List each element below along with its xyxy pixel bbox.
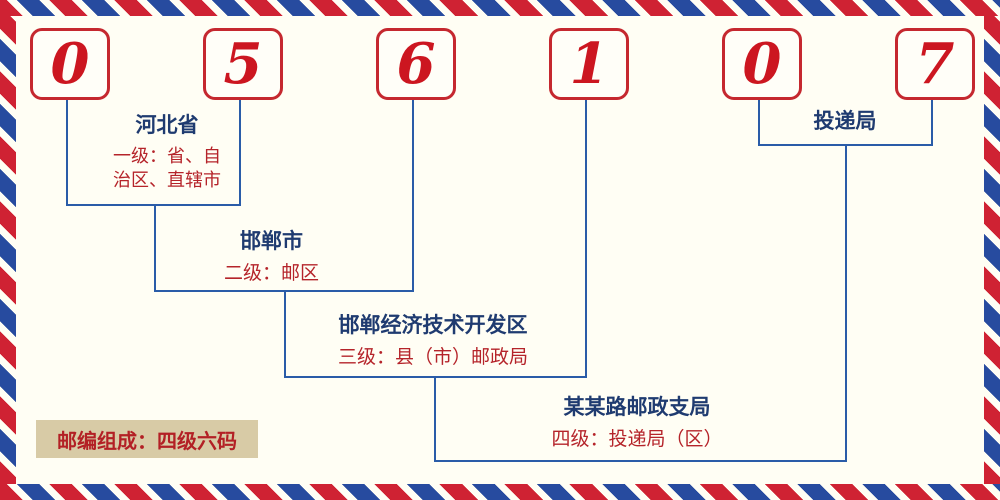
- digit-box-1: 0: [30, 28, 110, 100]
- connector-line: [154, 206, 156, 290]
- level-4-desc: 四级：投递局（区）: [551, 428, 723, 451]
- connector-line: [284, 376, 587, 378]
- level-5-label: 投递局: [765, 108, 925, 134]
- connector-line: [931, 100, 933, 146]
- connector-line: [412, 100, 414, 290]
- connector-line: [758, 100, 760, 146]
- level-2-label: 邯郸市 二级：邮区: [184, 228, 359, 286]
- connector-line: [239, 100, 241, 206]
- digit-box-5: 0: [722, 28, 802, 100]
- digit-box-6: 7: [895, 28, 975, 100]
- connector-line: [154, 290, 414, 292]
- digit-box-4: 1: [549, 28, 629, 100]
- level-2-desc: 二级：邮区: [223, 262, 319, 285]
- postal-code-composition-note: 邮编组成：四级六码: [36, 420, 258, 458]
- connector-line: [845, 146, 847, 460]
- connector-line: [66, 100, 68, 206]
- connector-line: [284, 292, 286, 376]
- airmail-border-bottom: [0, 484, 1000, 500]
- airmail-border-right: [984, 16, 1000, 484]
- level-2-name: 邯郸市: [240, 229, 303, 253]
- level-5-name: 投递局: [813, 109, 877, 133]
- level-1-name: 河北省: [135, 113, 199, 137]
- level-1-label: 河北省 一级：省、自治区、直辖市: [92, 112, 242, 192]
- digit-box-3: 6: [376, 28, 456, 100]
- level-1-desc: 一级：省、自治区、直辖市: [113, 146, 221, 191]
- connector-line: [585, 100, 587, 376]
- connector-line: [66, 204, 241, 206]
- digit-box-2: 5: [203, 28, 283, 100]
- level-4-name: 某某路邮政支局: [563, 395, 711, 419]
- level-4-label: 某某路邮政支局 四级：投递局（区）: [487, 394, 787, 452]
- connector-line: [758, 144, 933, 146]
- level-3-label: 邯郸经济技术开发区 三级：县（市）邮政局: [283, 312, 583, 370]
- airmail-border-top: [0, 0, 1000, 16]
- airmail-border-left: [0, 16, 16, 484]
- connector-line: [434, 378, 436, 460]
- connector-line: [434, 460, 847, 462]
- level-3-desc: 三级：县（市）邮政局: [337, 346, 528, 369]
- level-3-name: 邯郸经济技术开发区: [338, 313, 528, 337]
